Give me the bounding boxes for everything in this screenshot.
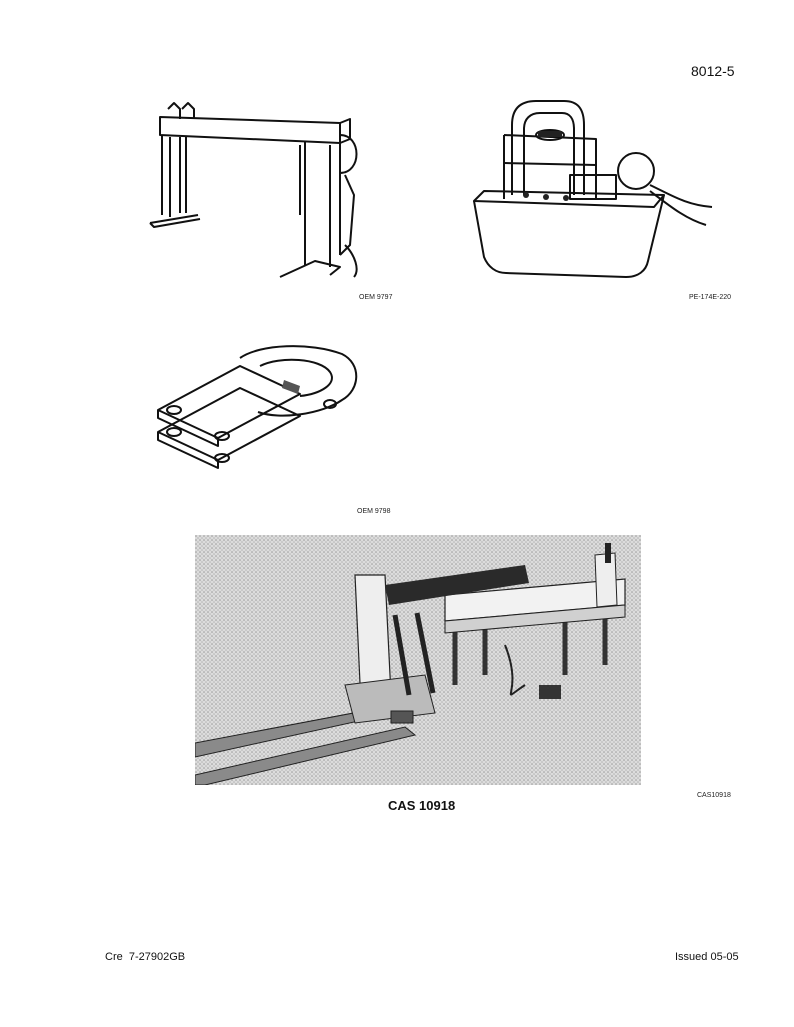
footer-issue-date: Issued 05-05 (675, 951, 739, 963)
adapter-plate-illustration (157, 345, 358, 469)
hydraulic-pump-illustration (473, 100, 713, 278)
figure-title: CAS 10918 (388, 798, 456, 813)
axle-press-bench-photo (195, 535, 641, 785)
figure-caption: PE-174E-220 (689, 294, 732, 301)
figure-caption: OEM 9797 (359, 294, 393, 301)
page-number: 8012-5 (691, 63, 735, 79)
figure-caption: CAS10918 (697, 792, 731, 799)
press-frame-illustration (149, 102, 358, 278)
footer-document-code: Cre 7-27902GB (105, 951, 186, 963)
figure-caption: OEM 9798 (357, 508, 391, 515)
